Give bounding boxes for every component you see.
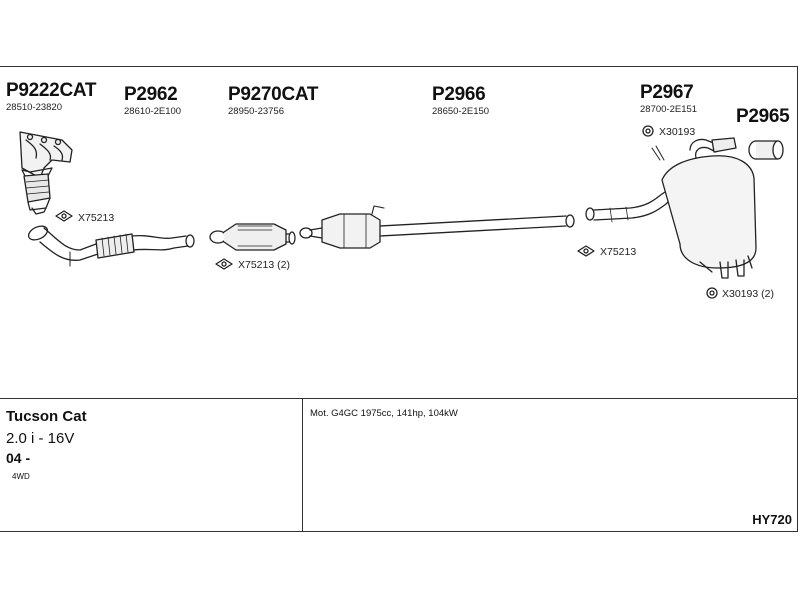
divider-horizontal bbox=[0, 398, 798, 399]
vehicle-drive: 4WD bbox=[12, 472, 30, 481]
gasket-icon-3[interactable] bbox=[577, 245, 595, 257]
oe-number-front-pipe: 28610-2E100 bbox=[124, 106, 182, 117]
part-number-front-pipe[interactable]: P2962 bbox=[124, 84, 178, 105]
part-number-catalyst[interactable]: P9270CAT bbox=[228, 84, 319, 105]
oe-number-manifold-cat: 28510-23820 bbox=[6, 102, 62, 113]
accessory-label-gasket-1[interactable]: X75213 bbox=[78, 212, 115, 224]
diagram-code: HY720 bbox=[752, 512, 792, 527]
gasket-icon-2[interactable] bbox=[215, 258, 233, 270]
tail-pipe-part[interactable] bbox=[748, 140, 784, 160]
part-number-middle-silencer[interactable]: P2966 bbox=[432, 84, 486, 105]
oe-number-middle-silencer: 28650-2E150 bbox=[432, 106, 490, 117]
engine-info: Mot. G4GC 1975cc, 141hp, 104kW bbox=[310, 408, 458, 419]
rear-silencer-part[interactable] bbox=[585, 137, 757, 279]
gasket-icon-1[interactable] bbox=[55, 210, 73, 222]
vehicle-model: Tucson Cat bbox=[6, 408, 87, 425]
catalyst-part[interactable] bbox=[209, 223, 296, 251]
oe-number-catalyst: 28950-23756 bbox=[228, 106, 284, 117]
part-number-rear-silencer[interactable]: P2967 bbox=[640, 82, 694, 103]
vehicle-engine: 2.0 i - 16V bbox=[6, 430, 75, 447]
diagram-frame bbox=[0, 66, 798, 532]
oe-number-rear-silencer: 28700-2E151 bbox=[640, 104, 698, 115]
manifold-catalyst-part[interactable] bbox=[19, 131, 73, 215]
accessory-label-clamp-1[interactable]: X30193 bbox=[659, 126, 696, 138]
clamp-icon-1[interactable] bbox=[642, 125, 654, 137]
accessory-label-gasket-3[interactable]: X75213 bbox=[600, 246, 637, 258]
accessory-label-clamp-2[interactable]: X30193 (2) bbox=[722, 288, 774, 300]
part-number-tail-pipe[interactable]: P2965 bbox=[736, 106, 790, 127]
front-pipe-part[interactable] bbox=[26, 223, 195, 267]
accessory-label-gasket-2[interactable]: X75213 (2) bbox=[238, 259, 290, 271]
middle-silencer-part[interactable] bbox=[299, 205, 575, 249]
clamp-icon-2[interactable] bbox=[706, 287, 718, 299]
divider-vertical bbox=[302, 399, 303, 532]
part-number-manifold-cat[interactable]: P9222CAT bbox=[6, 80, 97, 101]
vehicle-year: 04 - bbox=[6, 450, 31, 466]
